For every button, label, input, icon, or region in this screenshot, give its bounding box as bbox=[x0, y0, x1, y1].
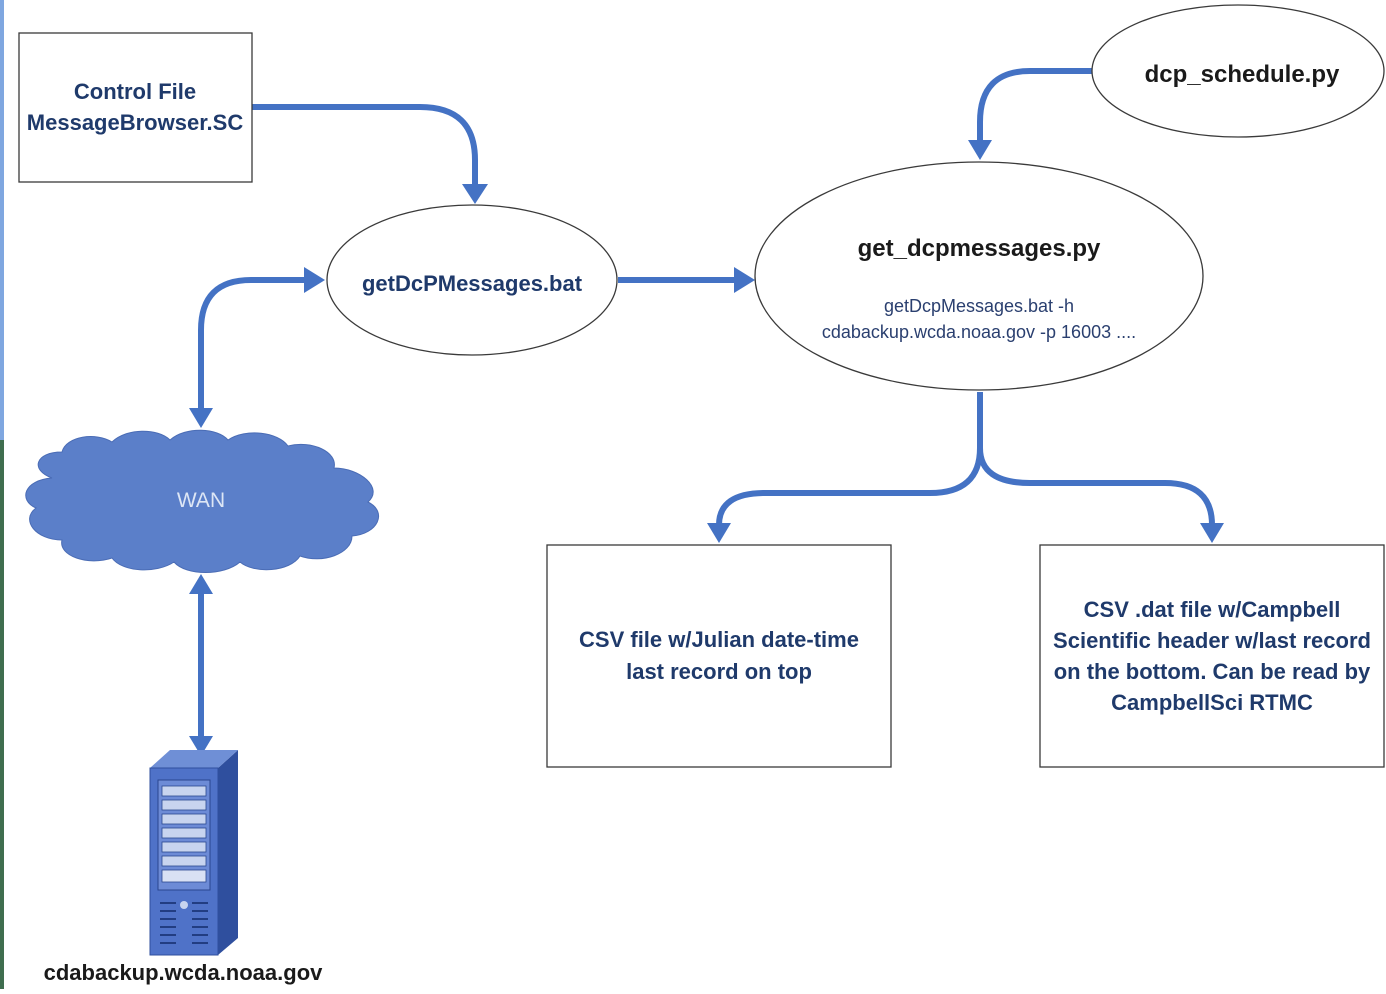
arrowhead-to-wan bbox=[189, 408, 213, 428]
control-file-line2: MessageBrowser.SC bbox=[27, 110, 244, 135]
get-bat-label: getDcPMessages.bat bbox=[362, 271, 583, 296]
control-file-line1: Control File bbox=[74, 79, 196, 104]
server-label: cdabackup.wcda.noaa.gov bbox=[44, 960, 324, 985]
schedule-node: dcp_schedule.py bbox=[1091, 4, 1385, 138]
arrow-control-to-bat bbox=[252, 104, 478, 186]
cloud-icon bbox=[25, 429, 380, 573]
arrow-schedule-to-py bbox=[977, 68, 1094, 140]
get-py-title: get_dcpmessages.py bbox=[858, 235, 1101, 262]
get-py-cmd-line1: getDcpMessages.bat -h bbox=[884, 296, 1074, 316]
control-file-node: Control File MessageBrowser.SC bbox=[18, 32, 253, 183]
csv-dat-line4: CampbellSci RTMC bbox=[1111, 690, 1313, 715]
arrowhead-to-bat bbox=[304, 267, 325, 293]
get-py-node: get_dcpmessages.py getDcpMessages.bat -h… bbox=[754, 161, 1204, 391]
left-edge-strip-top bbox=[0, 0, 4, 440]
wan-cloud-node: WAN bbox=[25, 429, 380, 573]
server-icon bbox=[149, 750, 238, 956]
csv-julian-line2: last record on top bbox=[626, 659, 812, 684]
arrowhead-csv-dat bbox=[1200, 523, 1224, 543]
csv-dat-line1: CSV .dat file w/Campbell bbox=[1084, 597, 1341, 622]
arrowhead-control-to-bat bbox=[462, 184, 488, 204]
arrowhead-csv-julian bbox=[707, 523, 731, 543]
arrowhead-bat-to-py bbox=[734, 267, 755, 293]
schedule-label: dcp_schedule.py bbox=[1145, 61, 1340, 88]
server-node: cdabackup.wcda.noaa.gov bbox=[44, 750, 324, 985]
csv-dat-node: CSV .dat file w/Campbell Scientific head… bbox=[1039, 544, 1385, 768]
csv-julian-node: CSV file w/Julian date-time last record … bbox=[546, 544, 892, 768]
arrow-py-to-csv-julian bbox=[716, 447, 983, 526]
left-edge-strip-bottom bbox=[0, 440, 4, 989]
csv-dat-line2: Scientific header w/last record bbox=[1053, 628, 1371, 653]
csv-julian-line1: CSV file w/Julian date-time bbox=[579, 627, 859, 652]
csv-dat-line3: on the bottom. Can be read by bbox=[1054, 659, 1371, 684]
arrowhead-schedule-to-py bbox=[968, 140, 992, 160]
wan-label: WAN bbox=[177, 489, 225, 512]
arrow-wan-bat bbox=[198, 277, 308, 410]
arrowhead-down-server bbox=[189, 736, 213, 756]
get-bat-node: getDcPMessages.bat bbox=[326, 204, 618, 356]
arrow-py-to-csv-dat bbox=[977, 447, 1215, 526]
arrowhead-up-wan bbox=[189, 574, 213, 594]
connectors bbox=[189, 68, 1224, 756]
get-py-cmd-line2: cdabackup.wcda.noaa.gov -p 16003 .... bbox=[822, 322, 1136, 342]
